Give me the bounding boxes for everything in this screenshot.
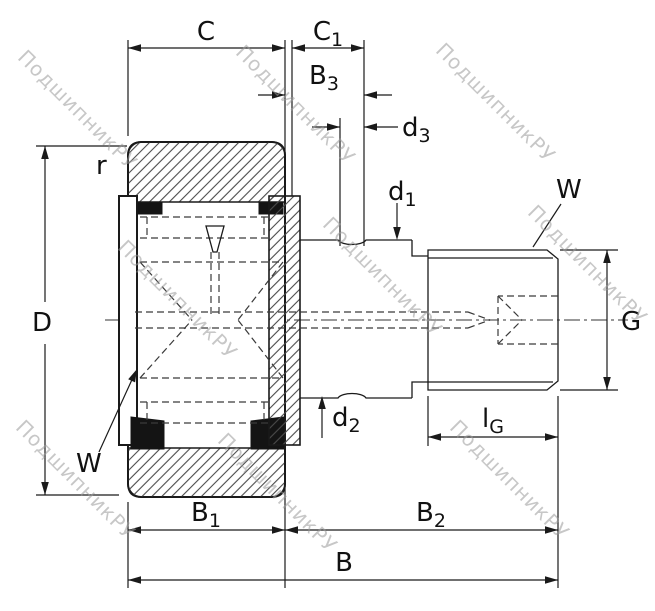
label-C1: C1 [313,17,343,51]
stud-shaft [300,239,428,399]
dimension-d3: d3 [312,113,431,246]
label-d2: d2 [332,403,361,437]
seal-bottom-left [130,416,165,450]
label-W-bore: W [76,449,102,479]
label-B1: B1 [191,498,221,532]
dimension-G: G [560,249,641,391]
stud-collar [268,195,301,446]
dimension-d2: d2 [318,396,361,438]
dimension-D: D [32,145,127,496]
outer-ring [127,141,286,498]
label-B: B [335,548,353,578]
dimension-lG: lG [427,396,558,446]
dimension-d1: d1 [388,177,417,240]
thread-section [427,249,559,391]
dimension-B2: B2 [285,396,559,588]
label-d1: d1 [388,177,417,211]
callout-W-thread: W [532,175,582,248]
dimension-C1: C1 [292,17,365,246]
dimension-B3: B3 [258,61,392,99]
label-B3: B3 [309,61,339,95]
dimension-C: C [127,17,293,196]
hidden-detail-lines [135,216,558,424]
lube-funnel [205,225,225,253]
label-W-thread: W [556,175,582,205]
label-lG: lG [482,404,504,438]
label-B2: B2 [416,498,446,532]
label-r: r [96,151,107,181]
label-C: C [197,17,215,47]
dimension-B: B [128,548,558,584]
callout-W-bore: W [76,369,137,479]
label-D: D [32,308,52,338]
dimension-B1: B1 [127,452,286,588]
callout-r: r [96,151,107,181]
side-washer [118,195,138,446]
seal-top-left [137,202,163,215]
label-G: G [621,307,641,337]
label-d3: d3 [402,113,431,147]
